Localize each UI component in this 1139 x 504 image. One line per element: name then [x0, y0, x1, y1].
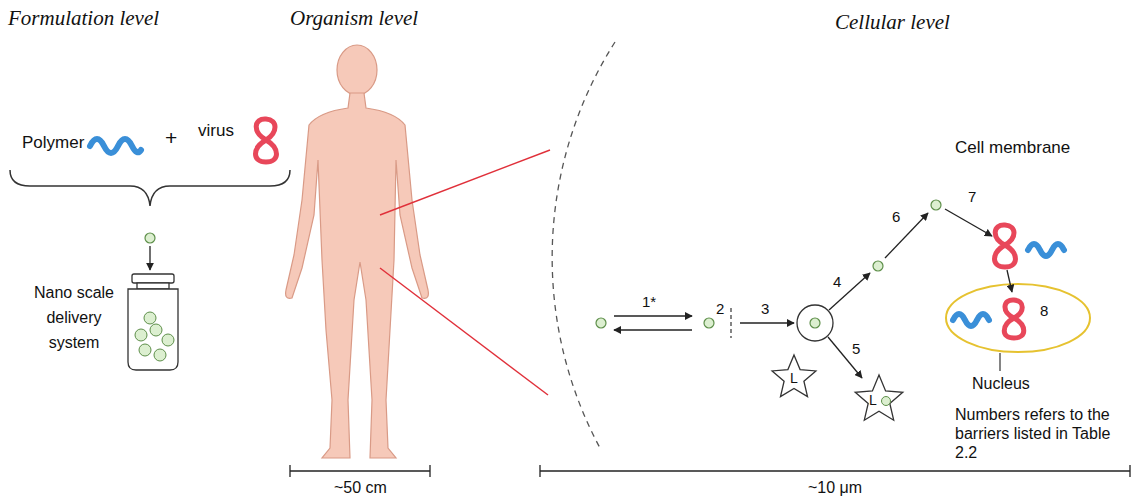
- lysosome-star: L: [770, 352, 818, 400]
- star-shape: [772, 355, 816, 397]
- nanoparticle: [596, 318, 606, 328]
- nanoparticle: [139, 344, 151, 356]
- nucleus-outline: [946, 284, 1090, 352]
- arrow: [945, 209, 992, 236]
- polymer-squiggle: [90, 139, 141, 153]
- human-head: [337, 45, 377, 95]
- vial-neck: [137, 283, 169, 289]
- star-outline: [853, 372, 905, 424]
- nanoparticle: [145, 233, 155, 243]
- endosome: [797, 305, 833, 341]
- component-label: virus: [198, 121, 234, 141]
- membrane-segment: [730, 308, 731, 338]
- vial: [128, 274, 178, 370]
- callout-number: 7: [968, 188, 976, 206]
- system-label: Nano scale delivery system: [28, 281, 120, 355]
- virus-shape: [256, 119, 277, 162]
- nanoparticle: [704, 318, 714, 328]
- zoom-line: [380, 268, 548, 395]
- nanoparticle: [882, 397, 891, 406]
- level-heading: Organism level: [290, 6, 418, 31]
- part-label: Cell membrane: [955, 138, 1070, 158]
- nanoparticle: [135, 329, 147, 341]
- level-heading: Formulation level: [8, 6, 159, 31]
- nanoparticle: [144, 312, 156, 324]
- lysosome-star: L: [853, 372, 905, 424]
- arrow: [828, 337, 862, 378]
- arrow: [829, 273, 870, 310]
- nanoparticle: [931, 200, 941, 210]
- callout-number: 8: [1040, 302, 1048, 320]
- zoom-line: [380, 150, 550, 215]
- zoom-outline: [552, 42, 615, 448]
- star-shape: [855, 375, 903, 420]
- part-label: Nucleus: [972, 374, 1030, 393]
- node-text: L: [869, 392, 877, 408]
- callout-number: 2: [716, 300, 724, 318]
- callout-number: 1*: [642, 293, 656, 311]
- nanoparticle: [154, 349, 166, 361]
- virus-shape: [1004, 300, 1024, 338]
- arrow: [614, 315, 692, 316]
- human-body: [286, 93, 429, 458]
- arrow: [149, 246, 150, 270]
- nanoparticle: [873, 261, 883, 271]
- scale-label: ~10 μm: [808, 478, 862, 497]
- brace: [10, 170, 290, 206]
- polymer-squiggle: [953, 314, 989, 326]
- callout-number: 5: [852, 340, 860, 358]
- note: Numbers refers to the barriers listed in…: [955, 405, 1117, 463]
- node-text: L: [790, 370, 798, 386]
- arrow: [885, 213, 928, 258]
- callout-number: 3: [761, 300, 769, 318]
- component-label: Polymer: [22, 133, 84, 153]
- virus-shape: [995, 225, 1016, 267]
- scale-bar: [290, 465, 430, 477]
- plus-sign: +: [165, 125, 177, 150]
- vial-body: [128, 289, 178, 370]
- nanoparticle: [162, 334, 174, 346]
- nanoparticle: [810, 318, 820, 328]
- polymer-squiggle: [1028, 244, 1064, 256]
- arrow: [740, 322, 794, 323]
- callout-number: 6: [892, 208, 900, 226]
- leader-line: [999, 353, 1000, 371]
- nanoparticle: [150, 324, 162, 336]
- vial-cap: [132, 274, 174, 283]
- callout-number: 4: [833, 273, 841, 291]
- scale-label: ~50 cm: [334, 478, 387, 497]
- arrow: [614, 329, 692, 330]
- level-heading: Cellular level: [835, 10, 950, 35]
- scale-bar: [540, 465, 1130, 477]
- arrow: [1007, 270, 1012, 292]
